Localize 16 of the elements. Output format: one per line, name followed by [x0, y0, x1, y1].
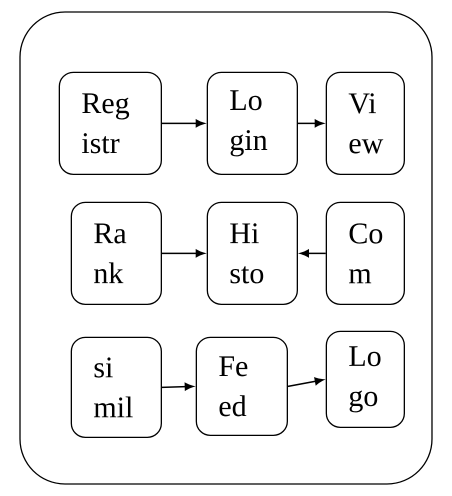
process-box: Lo gin	[206, 72, 298, 175]
process-box: Lo go	[326, 330, 405, 428]
process-box: Reg istr	[58, 72, 162, 175]
arrow	[162, 249, 205, 258]
container-box	[19, 11, 433, 485]
process-box: Ra nk	[70, 202, 162, 305]
process-box: si mil	[70, 336, 162, 438]
process-box: Fe ed	[196, 336, 288, 436]
process-box: Hi sto	[206, 202, 298, 305]
arrow	[162, 382, 194, 391]
arrow	[162, 119, 205, 128]
arrow	[298, 119, 324, 128]
arrow	[300, 249, 326, 258]
process-box: Vi ew	[326, 72, 405, 175]
process-box: Co m	[326, 202, 405, 305]
arrow	[288, 377, 324, 388]
